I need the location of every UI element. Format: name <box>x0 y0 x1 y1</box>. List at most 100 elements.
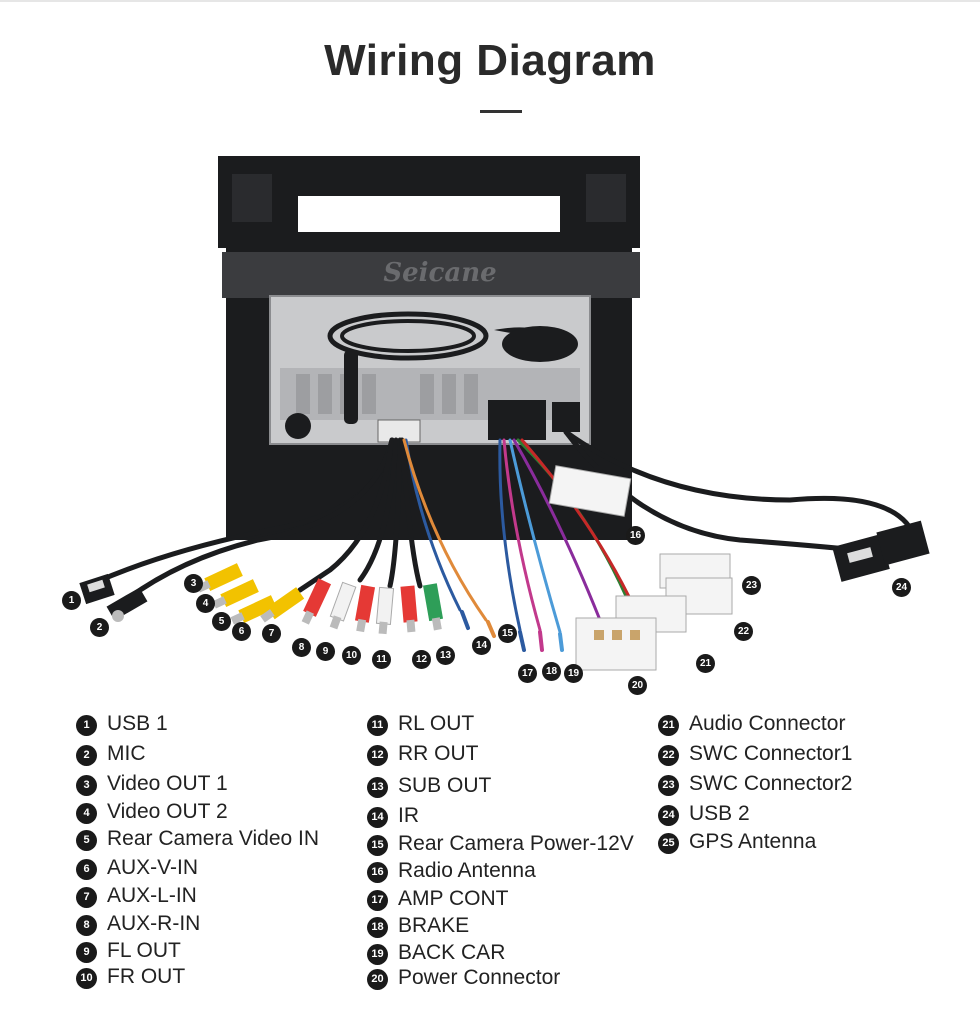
legend-label: SWC Connector1 <box>689 742 853 765</box>
callout-3: 3 <box>184 574 203 593</box>
callout-19: 19 <box>564 664 583 683</box>
legend-item: 22 SWC Connector1 <box>658 742 852 766</box>
legend-label: Audio Connector <box>689 712 846 735</box>
legend-label: RL OUT <box>398 712 475 735</box>
legend-label: Radio Antenna <box>398 859 536 882</box>
callout-15: 15 <box>498 624 517 643</box>
callout-24: 24 <box>892 578 911 597</box>
legend-item: 17 AMP CONT <box>367 887 508 911</box>
legend-number: 15 <box>367 835 388 856</box>
legend-number: 18 <box>367 917 388 938</box>
antenna-socket <box>285 413 311 439</box>
legend-label: FL OUT <box>107 939 181 962</box>
wiring-illustration: Seicane <box>0 150 980 710</box>
legend-label: AUX-L-IN <box>107 884 197 907</box>
colored-wires <box>402 438 642 634</box>
legend-label: Video OUT 2 <box>107 800 228 823</box>
legend-item: 14 IR <box>367 804 419 828</box>
legend-item: 10 FR OUT <box>76 965 185 989</box>
legend-number: 19 <box>367 944 388 965</box>
rca-plugs <box>196 563 444 635</box>
callout-21: 21 <box>696 654 715 673</box>
gps-antenna-puck <box>502 326 578 362</box>
legend-label: SUB OUT <box>398 774 492 797</box>
legend-number: 6 <box>76 859 97 880</box>
legend-label: FR OUT <box>107 965 186 988</box>
wire-pins <box>460 610 564 652</box>
legend-label: Power Connector <box>398 966 561 989</box>
legend-item: 24 USB 2 <box>658 802 750 826</box>
legend-item: 11 RL OUT <box>367 712 474 736</box>
legend-item: 19 BACK CAR <box>367 941 505 965</box>
callout-22: 22 <box>734 622 753 641</box>
frame-panel <box>222 252 640 298</box>
legend-item: 5 Rear Camera Video IN <box>76 827 319 851</box>
legend-number: 21 <box>658 715 679 736</box>
legend-label: Rear Camera Video IN <box>107 827 320 850</box>
legend-label: BRAKE <box>398 914 470 937</box>
legend-number: 16 <box>367 862 388 883</box>
legend-item: 15 Rear Camera Power-12V <box>367 832 634 856</box>
legend-label: AUX-V-IN <box>107 856 199 879</box>
legend-number: 12 <box>367 745 388 766</box>
legend-number: 17 <box>367 890 388 911</box>
legend-label: USB 2 <box>689 802 750 825</box>
title-underline <box>480 110 522 113</box>
legend-item: 8 AUX-R-IN <box>76 912 200 936</box>
frame-clip-right <box>586 174 626 222</box>
legend-number: 14 <box>367 807 388 828</box>
legend-item: 2 MIC <box>76 742 146 766</box>
legend-item: 20 Power Connector <box>367 966 560 990</box>
top-divider <box>0 0 980 2</box>
legend-item: 21 Audio Connector <box>658 712 845 736</box>
legend-number: 20 <box>367 969 388 990</box>
brand-logo: Seicane <box>383 258 496 288</box>
frame-clip-left <box>232 174 272 222</box>
legend-label: AUX-R-IN <box>107 912 201 935</box>
legend-item: 9 FL OUT <box>76 939 181 963</box>
gps-cable-coil <box>327 311 489 361</box>
legend-number: 3 <box>76 775 97 796</box>
power-connector <box>575 617 657 671</box>
legend-item: 6 AUX-V-IN <box>76 856 198 880</box>
callout-9: 9 <box>316 642 335 661</box>
legend-number: 24 <box>658 805 679 826</box>
callout-18: 18 <box>542 662 561 681</box>
swc-inline-connector <box>548 465 632 517</box>
callout-8: 8 <box>292 638 311 657</box>
callout-23: 23 <box>742 576 761 595</box>
callout-14: 14 <box>472 636 491 655</box>
frame-slot <box>298 196 560 232</box>
callout-20: 20 <box>628 676 647 695</box>
legend-label: BACK CAR <box>398 941 506 964</box>
legend-label: GPS Antenna <box>689 830 817 853</box>
legend-item: 18 BRAKE <box>367 914 469 938</box>
callout-2: 2 <box>90 618 109 637</box>
radio-antenna-stub <box>344 350 358 424</box>
head-unit-illustration: Seicane <box>79 156 930 671</box>
callout-5: 5 <box>212 612 231 631</box>
legend-label: AMP CONT <box>398 887 509 910</box>
legend-number: 9 <box>76 942 97 963</box>
legend-label: Video OUT 1 <box>107 772 228 795</box>
legend-number: 10 <box>76 968 97 989</box>
legend-number: 8 <box>76 915 97 936</box>
legend-label: Rear Camera Power-12V <box>398 832 634 855</box>
callout-16: 16 <box>626 526 645 545</box>
legend-number: 22 <box>658 745 679 766</box>
legend-number: 2 <box>76 745 97 766</box>
legend-item: 16 Radio Antenna <box>367 859 536 883</box>
legend-number: 25 <box>658 833 679 854</box>
legend-label: USB 1 <box>107 712 168 735</box>
legend-number: 5 <box>76 830 97 851</box>
legend-label: MIC <box>107 742 146 765</box>
legend-item: 25 GPS Antenna <box>658 830 816 854</box>
callout-6: 6 <box>232 622 251 641</box>
legend-number: 11 <box>367 715 388 736</box>
legend-label: IR <box>398 804 419 827</box>
